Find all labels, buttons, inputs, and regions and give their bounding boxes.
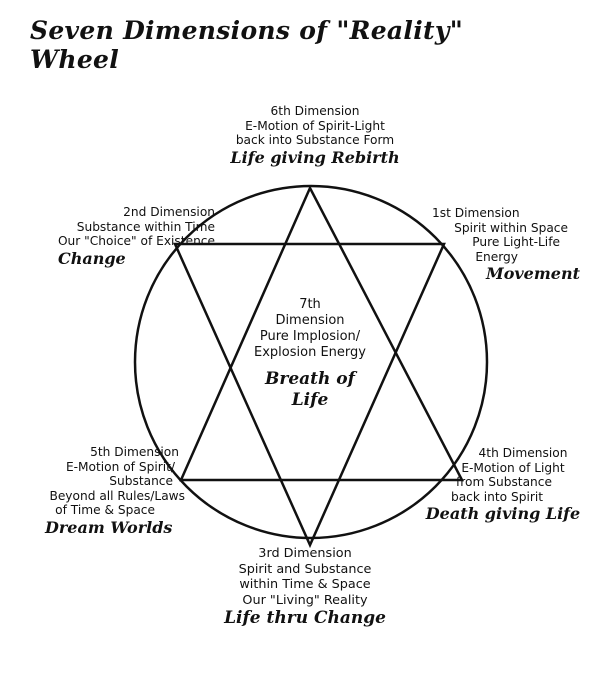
- dimension-6-keyword: Life giving Rebirth: [230, 147, 400, 167]
- dimension-3-keyword: Life thru Change: [224, 608, 386, 628]
- dimension-3-label: 3rd Dimension Spirit and Substance withi…: [200, 546, 410, 629]
- dimension-5-keyword: Dream Worlds: [45, 517, 173, 537]
- diagram-title: Seven Dimensions of "Reality" Wheel: [30, 16, 464, 74]
- dimension-7-label: 7th Dimension Pure Implosion/ Explosion …: [225, 297, 395, 411]
- dimension-4-keyword: Death giving Life: [425, 504, 581, 523]
- dimension-2-keyword: Change: [58, 248, 126, 268]
- upward-triangle: [179, 185, 465, 482]
- dimension-2-label: 2nd Dimension Substance within Time Our …: [20, 205, 215, 268]
- dimension-7-keyword: Breath of Life: [265, 369, 355, 410]
- dimension-1-keyword: Movement: [486, 264, 580, 283]
- dimension-6-label: 6th Dimension E-Motion of Spirit-Light b…: [215, 104, 415, 167]
- dimension-5-label: 5th Dimension E-Motion of Spirit/ Substa…: [15, 445, 185, 537]
- downward-triangle: [173, 242, 446, 549]
- dimension-1-label: 1st Dimension Spirit within Space Pure L…: [400, 206, 580, 283]
- dimension-4-label: 4th Dimension E-Motion of Light from Sub…: [418, 446, 588, 523]
- wheel-circle: [133, 184, 489, 540]
